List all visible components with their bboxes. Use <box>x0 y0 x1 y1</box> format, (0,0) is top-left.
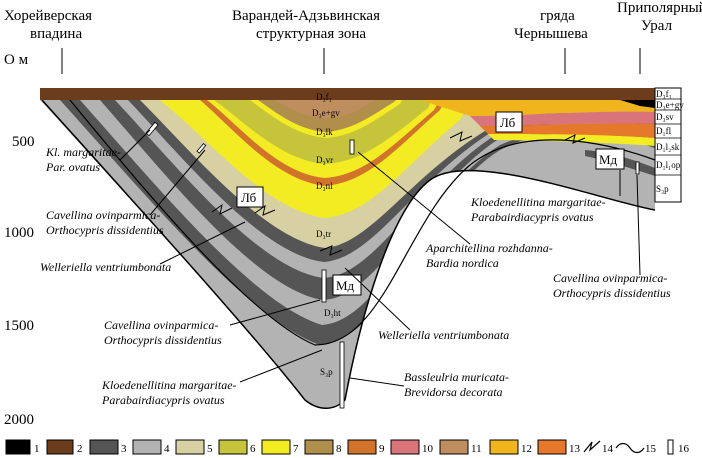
legend-label-14: 14 <box>602 443 614 455</box>
box-md-center-text: Мд <box>336 278 355 293</box>
legend: 1 2 3 4 5 6 7 8 9 10 11 12 13 14 15 16 <box>6 440 690 455</box>
box-md-right-text: Мд <box>599 152 618 167</box>
region-right2-line1: Приполярный <box>617 0 702 16</box>
col-d1fl: D₁fl <box>656 126 672 136</box>
legend-label-15: 15 <box>645 443 657 455</box>
legend-label-9: 9 <box>379 443 385 455</box>
legend-label-6: 6 <box>250 443 256 455</box>
depth-tick-1000: 1000 <box>4 225 34 241</box>
legend-swatch-8 <box>305 440 333 454</box>
legend-swatch-1 <box>6 440 30 454</box>
legend-swatch-9 <box>348 440 376 454</box>
region-labels: Хорейверская впадина Варандей-Адзьвинска… <box>4 0 702 74</box>
col-d3sv: D₃sv <box>656 112 674 122</box>
species-cav-line2: Orthocypris dissidentius <box>46 223 164 237</box>
legend-swatch-2 <box>47 440 73 454</box>
species-kl-line2: Par. ovatus <box>45 160 100 174</box>
species-kl-line1: Kl. margaritae- <box>45 145 121 159</box>
legend-label-1: 1 <box>34 443 40 455</box>
label-s3p: S₃p <box>320 367 333 377</box>
region-right1-line1: гряда <box>540 8 575 24</box>
region-center-line2: структурная зона <box>256 26 366 42</box>
depth-axis: О м 500 1000 1500 2000 <box>4 52 35 428</box>
legend-label-11: 11 <box>471 443 482 455</box>
region-left-line2: впадина <box>30 26 82 42</box>
region-center-line1: Варандей-Адзьвинская <box>232 8 380 24</box>
label-d3f1: D₃f₁ <box>316 92 332 102</box>
species-cavright-line2: Orthocypris dissidentius <box>553 286 671 300</box>
legend-swatch-11 <box>440 440 468 454</box>
depth-tick-2000: 2000 <box>4 412 34 428</box>
legend-label-7: 7 <box>293 443 299 455</box>
species-cav2-line2: Orthocypris dissidentius <box>104 333 222 347</box>
species-cav2-line1: Cavellina ovinparmica- <box>104 318 218 332</box>
region-right1-line2: Чернышева <box>514 26 588 42</box>
species-kloright-line1: Kloedenellitina margaritae- <box>470 195 606 209</box>
legend-label-3: 3 <box>121 443 127 455</box>
label-d3ht: D₃ht <box>324 308 341 318</box>
species-klo-line1: Kloedenellitina margaritae- <box>101 378 237 392</box>
region-right2-line2: Урал <box>641 18 673 34</box>
col-s3p: S₃p <box>656 184 669 194</box>
depth-axis-unit: О м <box>4 52 29 68</box>
species-apa-line2: Bardia nordica <box>426 256 499 270</box>
species-wel-left: Welleriella ventriumbonata <box>40 260 171 274</box>
legend-swatch-5 <box>176 440 204 454</box>
col-d3egv: D₃e+gv <box>656 100 684 110</box>
label-d3egv: D₃e+gv <box>312 108 340 118</box>
legend-swatch-16-well <box>668 440 673 454</box>
legend-label-5: 5 <box>207 443 213 455</box>
legend-label-10: 10 <box>422 443 434 455</box>
species-kloright-line2: Parabairdiacypris ovatus <box>470 210 594 224</box>
legend-label-2: 2 <box>77 443 83 455</box>
species-klo-line2: Parabairdiacypris ovatus <box>101 393 225 407</box>
label-d3vr: D₃vr <box>316 155 333 165</box>
species-bas-line2: Brevidorsa decorata <box>404 385 503 399</box>
legend-label-13: 13 <box>569 443 581 455</box>
legend-swatch-6 <box>219 440 247 454</box>
depth-tick-1500: 1500 <box>4 318 34 334</box>
species-cav-line1: Cavellina ovinparmica- <box>46 208 160 222</box>
species-apa-line1: Aparchitellina rozhdanna- <box>425 241 553 255</box>
legend-label-16: 16 <box>678 443 690 455</box>
legend-swatch-10 <box>391 440 419 454</box>
box-lb-left-text: Лб <box>241 190 257 205</box>
species-bas-line1: Bassleulria muricata- <box>404 370 509 384</box>
legend-swatch-3 <box>90 440 118 454</box>
col-d3f1: D₃f₁ <box>656 89 672 99</box>
box-lb-right-text: Лб <box>500 115 516 130</box>
legend-swatch-14-zigzag <box>584 441 600 452</box>
legend-label-8: 8 <box>336 443 342 455</box>
right-strat-column: D₃f₁ D₃e+gv D₃sv D₁fl D₁l₂sk D₁l₁op S₃p <box>655 88 684 202</box>
species-cavright-line1: Cavellina ovinparmica- <box>553 271 667 285</box>
legend-swatch-7 <box>262 440 290 454</box>
legend-swatch-15-wave <box>616 444 644 453</box>
col-d1l1op: D₁l₁op <box>656 160 681 170</box>
label-d3nl: D₃nl <box>316 181 333 191</box>
legend-swatch-13 <box>538 440 566 454</box>
legend-swatch-12 <box>490 440 518 454</box>
legend-label-4: 4 <box>164 443 170 455</box>
top-brown-strip <box>40 88 655 100</box>
depth-tick-500: 500 <box>12 134 35 150</box>
label-d3tr: D₃tr <box>316 229 331 239</box>
species-wel-center: Welleriella ventriumbonata <box>378 328 509 342</box>
label-d3lk: D₃lk <box>316 127 333 137</box>
legend-label-12: 12 <box>521 443 532 455</box>
region-left-line1: Хорейверская <box>4 8 92 24</box>
col-d1l2sk: D₁l₂sk <box>656 142 680 152</box>
legend-swatch-4 <box>133 440 161 454</box>
